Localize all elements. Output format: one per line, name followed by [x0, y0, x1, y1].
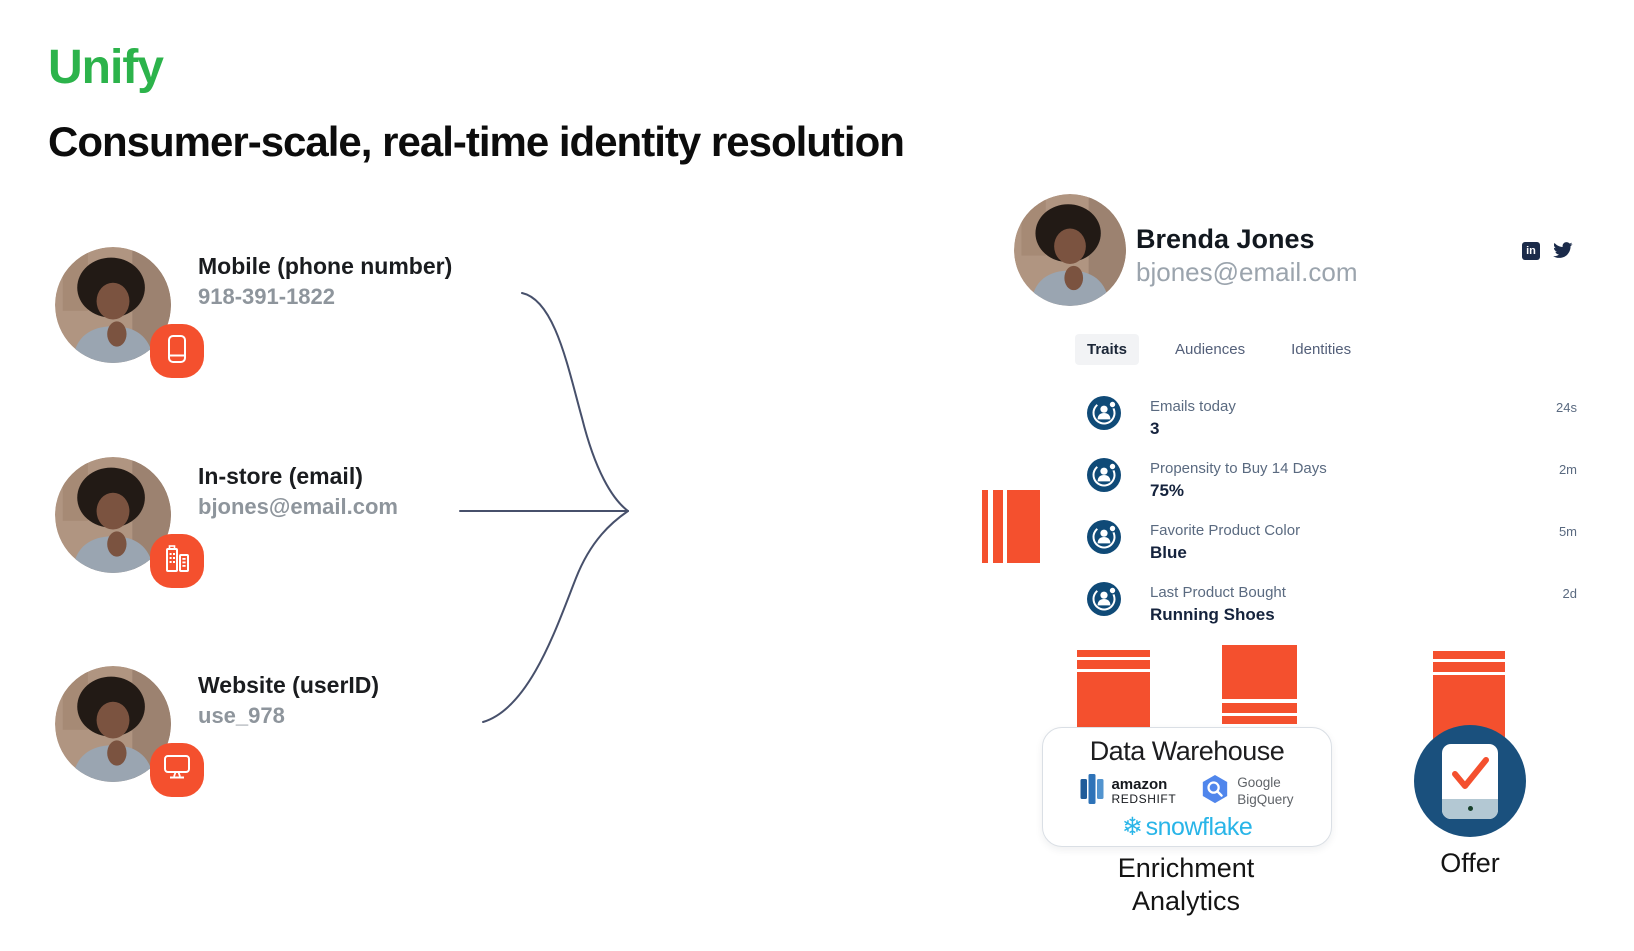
tab-audiences[interactable]: Audiences	[1175, 341, 1246, 358]
trait-label: Favorite Product Color	[1150, 522, 1301, 539]
snowflake-icon: ❄	[1121, 813, 1143, 841]
data-warehouse-card: Data Warehouse amazon REDSHIFT	[1042, 727, 1332, 847]
store-buildings-icon	[162, 544, 192, 578]
trait-row: Last Product Bought Running Shoes 2d	[1087, 582, 1582, 632]
trait-updated-time: 24s	[1556, 400, 1577, 415]
source-value: bjones@email.com	[198, 494, 398, 520]
source-badge	[150, 324, 204, 378]
stream-icon	[982, 490, 1040, 563]
tab-identities[interactable]: Identities	[1291, 341, 1352, 358]
amazon-redshift-logo: amazon REDSHIFT	[1080, 772, 1176, 811]
google-bigquery-logo: Google BigQuery	[1200, 774, 1294, 809]
profile-avatar	[1014, 194, 1126, 306]
trait-value: 3	[1150, 419, 1160, 438]
trait-value: Blue	[1150, 543, 1187, 562]
enrichment-caption: Enrichment Analytics	[1042, 852, 1330, 918]
trait-row: Propensity to Buy 14 Days 75% 2m	[1087, 458, 1582, 508]
trait-value: 75%	[1150, 481, 1185, 500]
profile-email: bjones@email.com	[1136, 257, 1358, 287]
bigquery-icon	[1200, 774, 1230, 809]
source-badge	[150, 534, 204, 588]
desktop-monitor-icon	[162, 754, 192, 786]
source-value: use_978	[198, 703, 285, 729]
trait-updated-time: 5m	[1558, 524, 1577, 539]
trait-value: Running Shoes	[1150, 605, 1275, 624]
data-warehouse-title: Data Warehouse	[1089, 736, 1285, 766]
offer-phone-icon	[1442, 744, 1498, 819]
caption-line2: Analytics	[1131, 885, 1241, 916]
redshift-line1: amazon	[1111, 775, 1168, 793]
computed-trait-icon	[1087, 458, 1121, 492]
profile-name: Brenda Jones	[1136, 224, 1315, 254]
linkedin-glyph: in	[1526, 245, 1536, 257]
source-badge	[150, 743, 204, 797]
linkedin-icon[interactable]: in	[1522, 242, 1540, 260]
trait-updated-time: 2d	[1562, 586, 1577, 601]
source-value: 918-391-1822	[198, 284, 336, 310]
computed-trait-icon	[1087, 396, 1121, 430]
phone-home-dot	[1468, 806, 1473, 811]
page-title: Consumer-scale, real-time identity resol…	[48, 118, 905, 165]
source-item-mobile: Mobile (phone number) 918-391-1822	[55, 247, 525, 378]
trait-row: Favorite Product Color Blue 5m	[1087, 520, 1582, 570]
trait-label: Propensity to Buy 14 Days	[1150, 460, 1327, 477]
twitter-icon[interactable]	[1553, 242, 1573, 259]
trait-row: Emails today 3 24s	[1087, 396, 1582, 446]
profile-tabs: Traits Audiences Identities	[1075, 334, 1361, 365]
redshift-line2: REDSHIFT	[1111, 791, 1177, 806]
bigquery-line2: BigQuery	[1237, 791, 1294, 807]
computed-trait-icon	[1087, 582, 1121, 616]
source-item-website: Website (userID) use_978	[55, 666, 525, 797]
source-label: In-store (email)	[198, 463, 363, 489]
offer-circle	[1414, 725, 1526, 837]
snowflake-text: snowflake	[1145, 813, 1253, 841]
mobile-phone-icon	[164, 334, 190, 369]
merge-brace	[459, 292, 629, 723]
source-label: Mobile (phone number)	[198, 253, 453, 279]
source-label: Website (userID)	[198, 672, 380, 698]
caption-line1: Enrichment	[1117, 853, 1255, 883]
offer-label: Offer	[1440, 848, 1500, 878]
trait-updated-time: 2m	[1558, 462, 1577, 477]
brand-logo-text: Unify	[48, 41, 164, 94]
trait-label: Emails today	[1150, 398, 1236, 415]
tab-traits[interactable]: Traits	[1075, 334, 1140, 365]
snowflake-logo: ❄ snowflake	[1122, 813, 1253, 842]
redshift-icon	[1080, 772, 1104, 811]
source-item-instore: In-store (email) bjones@email.com	[55, 457, 525, 588]
computed-trait-icon	[1087, 520, 1121, 554]
trait-label: Last Product Bought	[1150, 584, 1286, 601]
bigquery-line1: Google	[1237, 775, 1281, 791]
